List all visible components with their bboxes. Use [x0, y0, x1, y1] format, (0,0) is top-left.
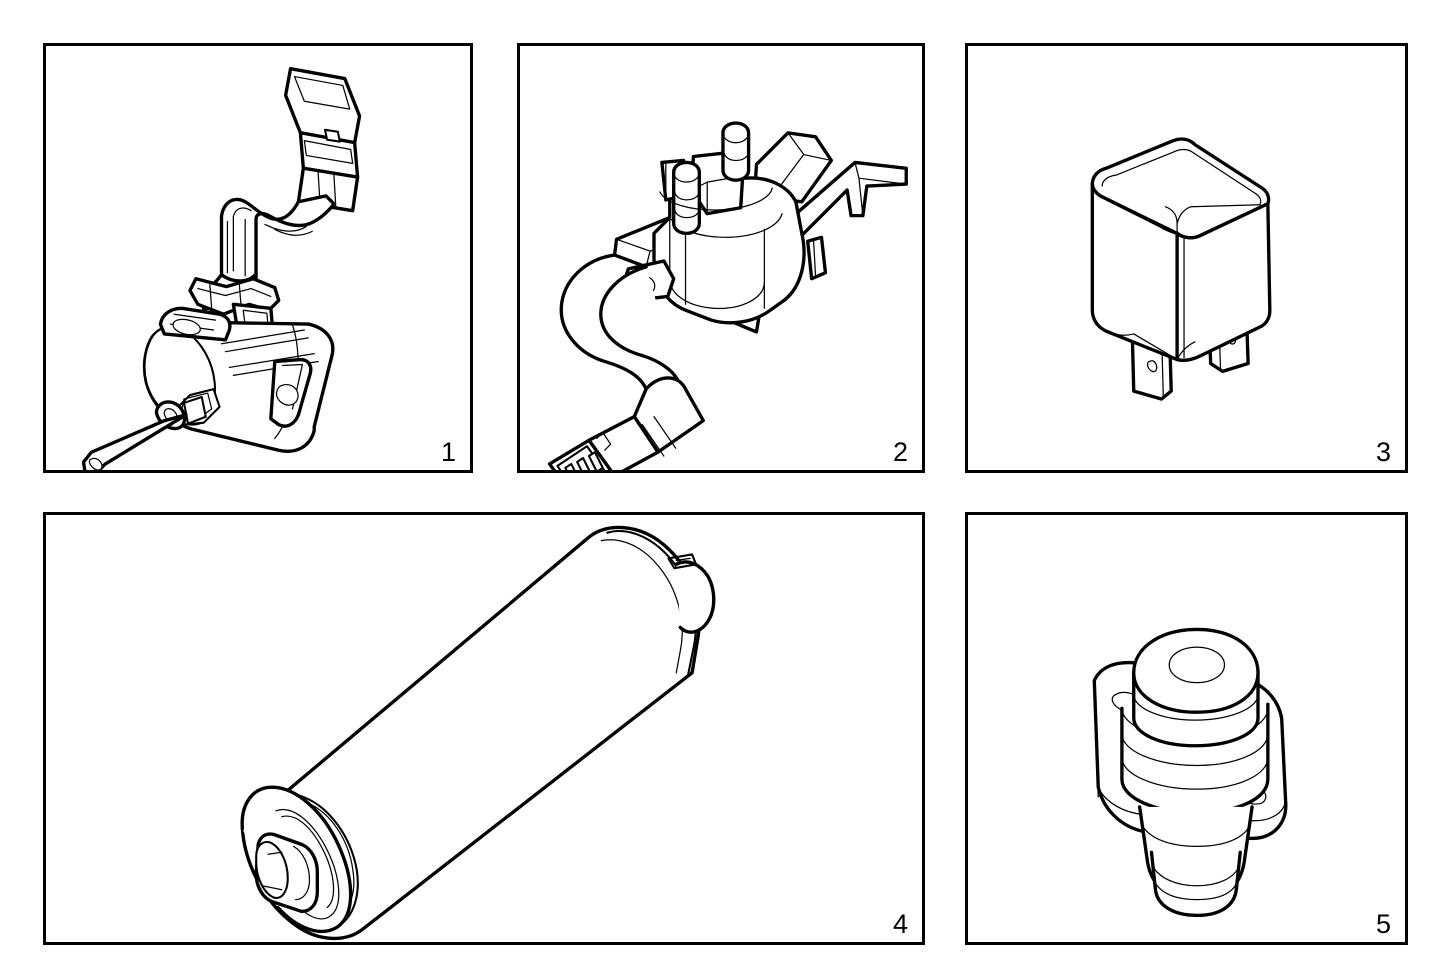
panel-number-1: 1: [440, 437, 456, 467]
ribbed-lower-nose: [1137, 805, 1254, 918]
three-pin-connector-icon: [547, 376, 705, 470]
panel-number-3: 3: [1375, 437, 1391, 467]
panel-5-artwork: [1092, 627, 1288, 918]
connector-plug-icon: [283, 67, 362, 213]
panel-number-5: 5: [1375, 909, 1391, 939]
domed-top-cap: [1132, 627, 1260, 714]
sensor-cable: [559, 253, 684, 391]
panel-number-4: 4: [892, 909, 908, 939]
panel-2-fuel-tank-pressure-sensor: 2: [517, 43, 925, 473]
outlet-tube-nipple: [254, 832, 320, 914]
panel-3-relay: 3: [965, 43, 1408, 473]
panel-4-charcoal-canister: 4: [43, 512, 925, 945]
panel-4-artwork: [240, 525, 716, 941]
panel-1-vacuum-solenoid-actuator: 1: [43, 43, 473, 473]
panel-2-artwork: [547, 121, 908, 470]
relay-housing: [1090, 137, 1272, 363]
canister-barrel: [240, 525, 716, 941]
panel-3-artwork: [1090, 137, 1272, 401]
panel-number-2: 2: [892, 437, 908, 467]
panel-5-purge-valve-thermostat: 5: [965, 512, 1408, 945]
wire-harness: [219, 194, 336, 289]
plunger-arm: [81, 413, 188, 470]
panel-1-artwork: [81, 67, 362, 470]
